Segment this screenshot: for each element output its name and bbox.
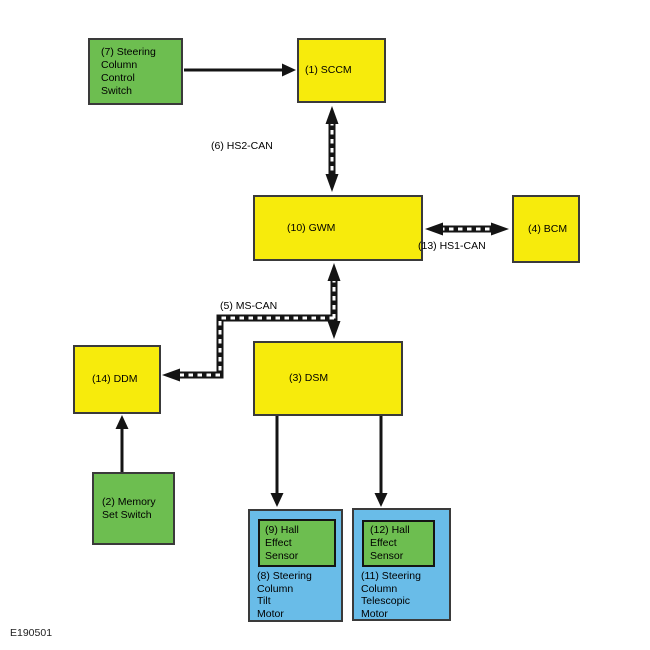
node-dsm: (3) DSM bbox=[253, 341, 403, 416]
node-steering-column-tilt-motor: (9) Hall Effect Sensor (8) Steering Colu… bbox=[248, 509, 343, 622]
node-steering-column-telescopic-motor: (12) Hall Effect Sensor (11) Steering Co… bbox=[352, 508, 451, 621]
figure-id: E190501 bbox=[10, 627, 53, 639]
bus-label-hs2-can: (6) HS2-CAN bbox=[211, 140, 273, 152]
node-sccm: (1) SCCM bbox=[297, 38, 386, 103]
ms-can-arrowhead-down-dsm bbox=[327, 321, 341, 339]
arrowhead-memory-to-ddm bbox=[115, 415, 129, 429]
hs1-can-arrowhead-left bbox=[425, 222, 443, 236]
ms-can-arrowhead-left-ddm bbox=[162, 368, 180, 382]
ms-can-bus-dashes-ddm-branch bbox=[178, 316, 334, 377]
telescopic-motor-label: (11) Steering Column Telescopic Motor bbox=[361, 570, 421, 620]
tilt-motor-label: (8) Steering Column Tilt Motor bbox=[257, 570, 312, 620]
hs1-can-arrowhead-right bbox=[491, 222, 509, 236]
ms-can-arrowhead-up-gwm bbox=[327, 263, 341, 281]
node-bcm: (4) BCM bbox=[512, 195, 580, 263]
arrowhead-dsm-to-tilt-motor bbox=[270, 493, 284, 507]
node-hall-effect-sensor-telescopic: (12) Hall Effect Sensor bbox=[362, 520, 435, 567]
arrowhead-sccswitch-to-sccm bbox=[282, 63, 296, 77]
node-steering-column-control-switch: (7) Steering Column Control Switch bbox=[88, 38, 183, 105]
hs2-can-arrowhead-up bbox=[325, 106, 339, 124]
bus-label-ms-can: (5) MS-CAN bbox=[220, 300, 278, 312]
arrowhead-dsm-to-telescopic-motor bbox=[374, 493, 388, 507]
node-gwm: (10) GWM bbox=[253, 195, 423, 261]
hs2-can-arrowhead-down bbox=[325, 174, 339, 192]
node-hall-effect-sensor-tilt: (9) Hall Effect Sensor bbox=[258, 519, 336, 567]
node-ddm: (14) DDM bbox=[73, 345, 161, 414]
node-memory-set-switch: (2) Memory Set Switch bbox=[92, 472, 175, 545]
bus-label-hs1-can: (13) HS1-CAN bbox=[418, 240, 486, 252]
